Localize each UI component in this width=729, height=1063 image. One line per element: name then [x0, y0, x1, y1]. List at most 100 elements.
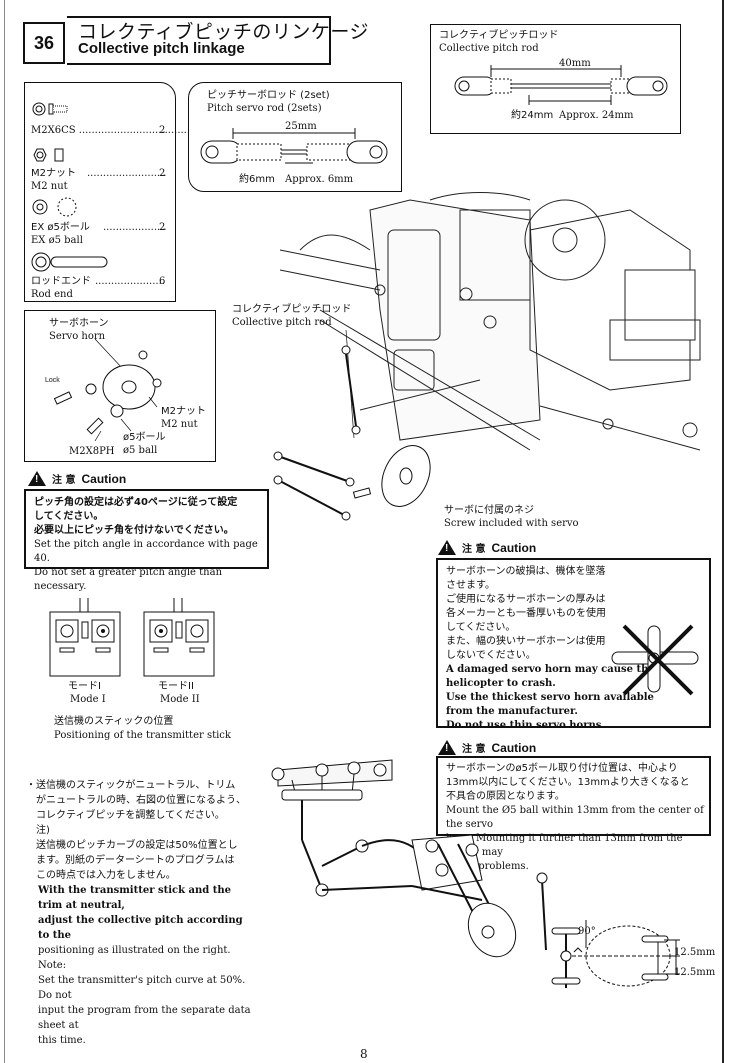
page-border-right [722, 0, 724, 1063]
caution2-jp-2: ご使用になるサーボホーンの厚みは [446, 594, 606, 605]
caution1-en-0: Set the pitch angle in accordance with p… [34, 539, 258, 564]
cp-rod-label-en: Collective pitch rod [439, 43, 539, 54]
caution2-jp-4: してください。 [446, 622, 516, 633]
caution1-box: ピッチ角の設定は必ず40ページに従って設定 してください。 必要以上にピッチ角を… [24, 489, 269, 592]
instr-jp-1: がニュートラルの時、右図の位置になるよう、 [26, 795, 246, 806]
instr-en-1: adjust the collective pitch according to… [38, 915, 243, 941]
part-ex-ball-en: EX ø5 ball [31, 235, 83, 246]
part-m2x6cs-qty: 2 [159, 125, 166, 136]
part-m2x6cs-drawing [32, 102, 68, 116]
screw-callout-jp: サーボに付属のネジ [444, 505, 534, 516]
servo-rod-drawing [200, 128, 388, 164]
part-m2-nut-en: M2 nut [31, 181, 68, 192]
caution2-en-0: A damaged servo horn may cause the [446, 664, 655, 675]
warning-icon: ! [28, 471, 46, 486]
cp-rod-drawing [454, 65, 668, 105]
cp-rod-thread-jp: 約24mm [511, 110, 554, 121]
caution2-heading: ! 注 意 Caution [438, 540, 536, 555]
transmitter-mode1-drawing [49, 598, 121, 677]
lock-label: Lock [45, 377, 60, 384]
cp-rod-callout-jp: コレクティブピッチロッド [232, 304, 352, 315]
caution2-heading-en: Caution [491, 540, 537, 555]
instr-jp-6: この時点では入力をしません。 [26, 870, 176, 881]
instr-jp-4: 送信機のピッチカーブの設定は50%位置とし [26, 840, 238, 851]
caution3-jp-2: 不具合の原因となります。 [446, 791, 565, 802]
caution3-en-2: cause problems. [446, 861, 529, 872]
servo-horn-dimension-drawing [551, 920, 680, 988]
instr-en-3: Note: [38, 960, 67, 971]
offset-top-label: 12.5mm [674, 947, 716, 958]
caution2-en-1: helicopter to crash. [446, 678, 556, 689]
crossed-thin-servo-horn-icon [611, 624, 699, 696]
cp-rod-callout-en: Collective pitch rod [232, 317, 332, 328]
caution1-en-1: Do not set a greater pitch angle than ne… [34, 567, 223, 592]
warning-icon: ! [438, 740, 456, 755]
caution1-heading-en: Caution [81, 471, 127, 486]
caution3-jp-1: 13mm以内にしてください。13mmより大きくなると [446, 777, 690, 788]
part-ex-ball-qty: 2 [159, 222, 166, 233]
instr-en-0: With the transmitter stick and the trim … [38, 885, 231, 911]
instr-jp-5: ます。別紙のデーターシートのプログラムは [26, 855, 235, 866]
step-number: 36 [23, 22, 65, 64]
title-frame [67, 16, 331, 65]
part-m2-nut-qty: 2 [159, 168, 166, 179]
servo-horn-box: サーボホーン Servo horn Lock M2X8PH M2ナット M2 n… [24, 310, 216, 462]
instr-jp-0: ・送信機のスティックがニュートラル、トリム [26, 780, 236, 791]
step-title-en: Collective pitch linkage [78, 40, 245, 57]
warning-icon: ! [438, 540, 456, 555]
instr-jp-3: 注) [26, 825, 50, 836]
instr-en-6: this time. [38, 1035, 86, 1046]
caution2-jp-5: また、幅の狭いサーボホーンは使用 [446, 636, 606, 647]
part-ex-ball-jp: EX ø5ボール [31, 222, 90, 233]
ball-callout-jp: ø5ボール [123, 432, 166, 443]
servo-rod-label-jp: ピッチサーボロッド (2set) [207, 90, 330, 101]
mode1-label-en: Mode I [70, 694, 106, 705]
helicopter-frame-drawing [279, 192, 701, 451]
linkage-rods-drawing [273, 329, 431, 521]
pitch-servo-rod-box: ピッチサーボロッド (2set) Pitch servo rod (2sets)… [188, 82, 402, 192]
m2-nut-callout-jp: M2ナット [161, 406, 206, 417]
servo-horn-label-en: Servo horn [49, 331, 106, 342]
caution2-jp-3: 各メーカーとも一番厚いものを使用 [446, 608, 606, 619]
caution2-en-2: Use the thickest servo horn available [446, 692, 654, 703]
part-m2-nut-jp: M2ナット [31, 168, 76, 179]
caution2-heading-jp: 注 意 [462, 544, 486, 555]
part-ex-ball-leader: .................... [103, 222, 167, 233]
servo-rod-thread-jp: 約6mm [239, 174, 275, 185]
servo-rod-length: 25mm [285, 121, 317, 132]
caution1-jp-2: 必要以上にピッチ角を付けないでください。 [34, 525, 234, 536]
caution2-jp-1: させます。 [446, 580, 495, 591]
angle-label: 90° [578, 926, 596, 937]
instr-en-2: positioning as illustrated on the right. [38, 945, 231, 956]
step-title-jp: コレクティブピッチのリンケージ [78, 21, 369, 43]
part-m2-nut-drawing [33, 148, 64, 162]
part-rod-end-drawing [31, 252, 108, 272]
servo-rod-thread-en: Approx. 6mm [285, 174, 354, 185]
offset-bottom-label: 12.5mm [674, 967, 716, 978]
part-rod-end-leader: ...................... [95, 276, 165, 287]
mode2-label-jp: モードII [158, 681, 194, 692]
m2x8ph-label: M2X8PH [69, 446, 115, 457]
caution3-heading: ! 注 意 Caution [438, 740, 536, 755]
swashplate-linkage-drawing [271, 759, 548, 958]
caution3-box: サーボホーンのø5ボール取り付け位置は、中心より 13mm以内にしてください。1… [436, 756, 711, 872]
part-rod-end-qty: 6 [159, 276, 166, 287]
part-m2x6cs-label: M2X6CS .................................… [31, 125, 206, 136]
caution1-jp-1: してください。 [34, 511, 104, 522]
screw-callout-en: Screw included with servo [444, 518, 579, 529]
instructions: ・送信機のスティックがニュートラル、トリム がニュートラルの時、右図の位置になる… [26, 778, 256, 1048]
part-ex-ball-drawing [32, 197, 77, 217]
cp-rod-length: 40mm [559, 58, 591, 69]
instr-en-4: Set the transmitter's pitch curve at 50%… [38, 975, 246, 1001]
m2-nut-callout-en: M2 nut [161, 419, 198, 430]
part-m2x6cs-name: M2X6CS [31, 125, 76, 136]
servo-horn-label-jp: サーボホーン [49, 318, 109, 329]
caution1-jp-0: ピッチ角の設定は必ず40ページに従って設定 [34, 497, 238, 508]
servo-horn-drawing [53, 338, 162, 442]
stick-position-jp: 送信機のスティックの位置 [54, 716, 174, 727]
instr-en-5: input the program from the separate data… [38, 1005, 251, 1031]
transmitter-mode2-drawing [143, 598, 215, 677]
caution1-heading-jp: 注 意 [52, 475, 76, 486]
ball-callout-en: ø5 ball [123, 445, 158, 456]
stick-position-en: Positioning of the transmitter stick [54, 730, 231, 741]
